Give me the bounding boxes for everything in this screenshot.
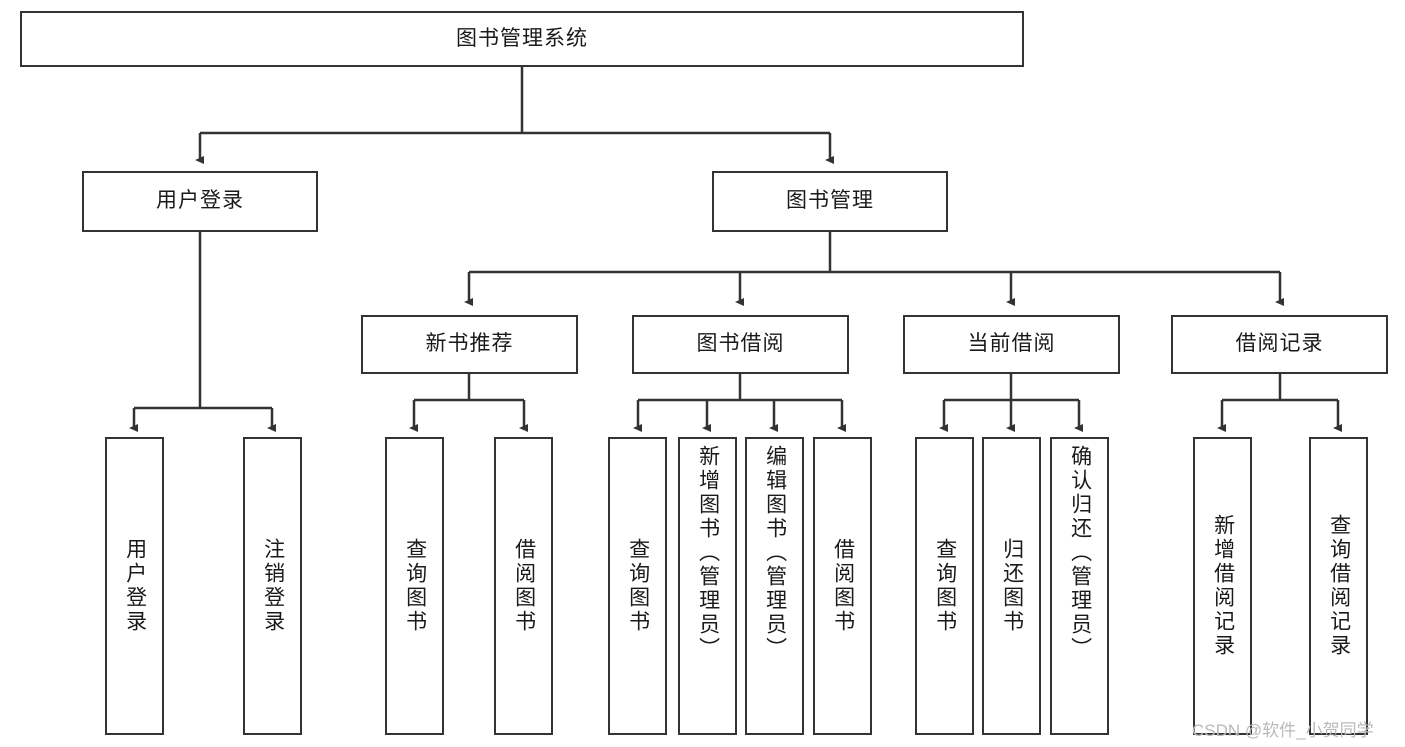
node-label: 查询图书 — [626, 538, 650, 634]
leaf-query-book-current[interactable]: 查询图书 — [915, 437, 974, 735]
leaf-edit-book-admin[interactable]: 编辑图书（管理员） — [745, 437, 804, 735]
node-label: 用户登录 — [123, 538, 147, 634]
node-label: 图书管理 — [786, 189, 874, 213]
leaf-add-book-admin[interactable]: 新增图书（管理员） — [678, 437, 737, 735]
leaf-logout[interactable]: 注销登录 — [243, 437, 302, 735]
watermark: CSDN @软件_小贺同学 — [1192, 721, 1374, 740]
node-label: 新增图书（管理员） — [696, 445, 720, 661]
node-label: 图书管理系统 — [456, 26, 588, 50]
node-label: 编辑图书（管理员） — [763, 445, 787, 661]
node-label: 新书推荐 — [425, 332, 514, 356]
node-label: 当前借阅 — [967, 332, 1056, 356]
node-label: 借阅图书 — [831, 538, 855, 634]
node-label: 确认归还（管理员） — [1068, 445, 1092, 661]
leaf-query-book-borrow[interactable]: 查询图书 — [608, 437, 667, 735]
node-label: 图书借阅 — [696, 332, 785, 356]
node-new-book-recommend[interactable]: 新书推荐 — [361, 315, 578, 374]
node-borrow-record[interactable]: 借阅记录 — [1171, 315, 1388, 374]
leaf-borrow-book-recommend[interactable]: 借阅图书 — [494, 437, 553, 735]
leaf-query-borrow-record[interactable]: 查询借阅记录 — [1309, 437, 1368, 735]
leaf-query-book-recommend[interactable]: 查询图书 — [385, 437, 444, 735]
node-label: 查询借阅记录 — [1327, 514, 1351, 658]
node-label: 新增借阅记录 — [1211, 514, 1235, 658]
leaf-add-borrow-record[interactable]: 新增借阅记录 — [1193, 437, 1252, 735]
node-user-login[interactable]: 用户登录 — [82, 171, 318, 232]
node-label: 借阅记录 — [1235, 332, 1324, 356]
leaf-return-book[interactable]: 归还图书 — [982, 437, 1041, 735]
node-label: 用户登录 — [156, 189, 244, 213]
node-current-borrow[interactable]: 当前借阅 — [903, 315, 1120, 374]
leaf-borrow-book[interactable]: 借阅图书 — [813, 437, 872, 735]
leaf-user-login[interactable]: 用户登录 — [105, 437, 164, 735]
leaf-confirm-return-admin[interactable]: 确认归还（管理员） — [1050, 437, 1109, 735]
node-book-borrow[interactable]: 图书借阅 — [632, 315, 849, 374]
node-label: 注销登录 — [261, 538, 285, 634]
node-label: 归还图书 — [1000, 538, 1024, 634]
node-book-management[interactable]: 图书管理 — [712, 171, 948, 232]
node-label: 查询图书 — [933, 538, 957, 634]
node-root-system[interactable]: 图书管理系统 — [20, 11, 1024, 67]
node-label: 查询图书 — [403, 538, 427, 634]
node-label: 借阅图书 — [512, 538, 536, 634]
